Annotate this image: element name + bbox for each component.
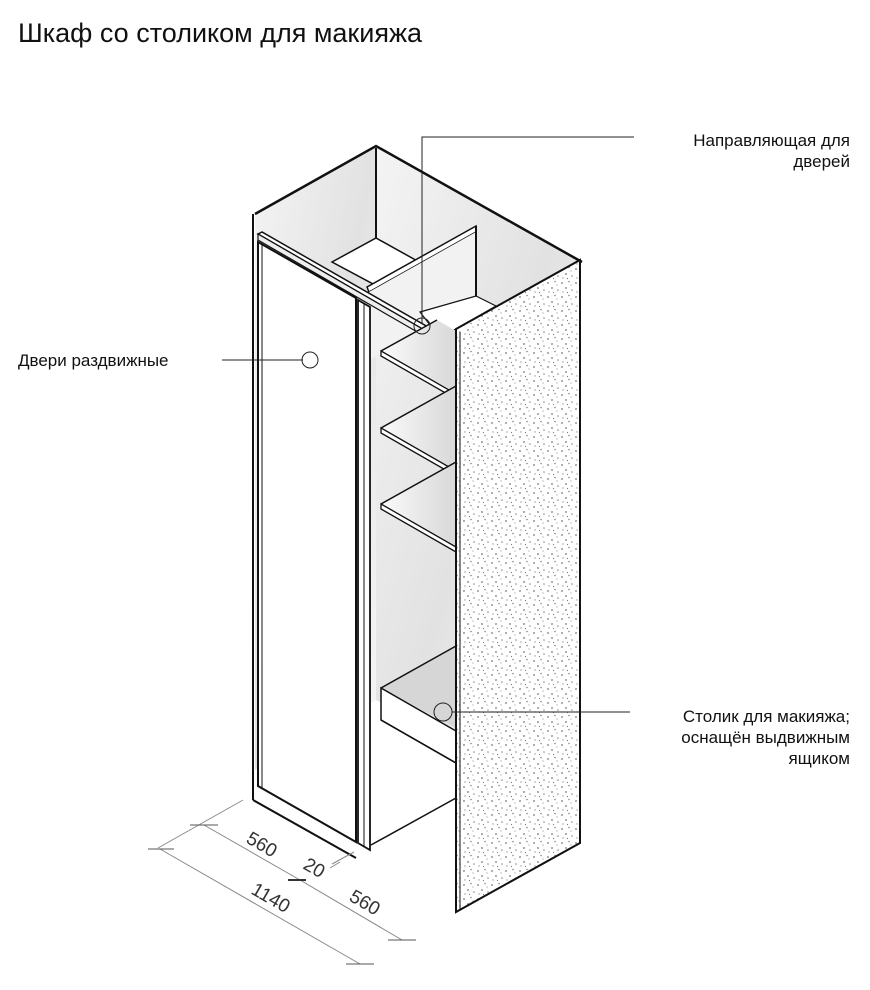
callout-leaders xyxy=(222,136,634,722)
right-side-panel xyxy=(455,258,581,914)
dim-left-width: 560 xyxy=(243,828,281,862)
callout-vanity-table: Столик для макияжа; оснащён выдвижным ящ… xyxy=(600,706,850,769)
dimension-lines xyxy=(148,799,416,965)
callout-door-rail: Направляющая для дверей xyxy=(620,130,850,172)
dim-gap: 20 xyxy=(300,854,329,883)
callout-door-rail-line1: Направляющая для xyxy=(693,131,850,150)
sliding-doors xyxy=(252,240,371,859)
callout-vanity-line1: Столик для макияжа; xyxy=(682,707,850,726)
callout-vanity-line3: ящиком xyxy=(788,749,850,768)
page-title: Шкаф со столиком для макияжа xyxy=(18,18,423,48)
dim-right-width: 560 xyxy=(346,886,384,920)
callout-sliding-doors: Двери раздвижные xyxy=(18,351,169,370)
leader-door-rail xyxy=(421,136,634,324)
callout-door-rail-line2: дверей xyxy=(793,152,850,171)
callout-vanity-line2: оснащён выдвижным xyxy=(681,728,850,747)
